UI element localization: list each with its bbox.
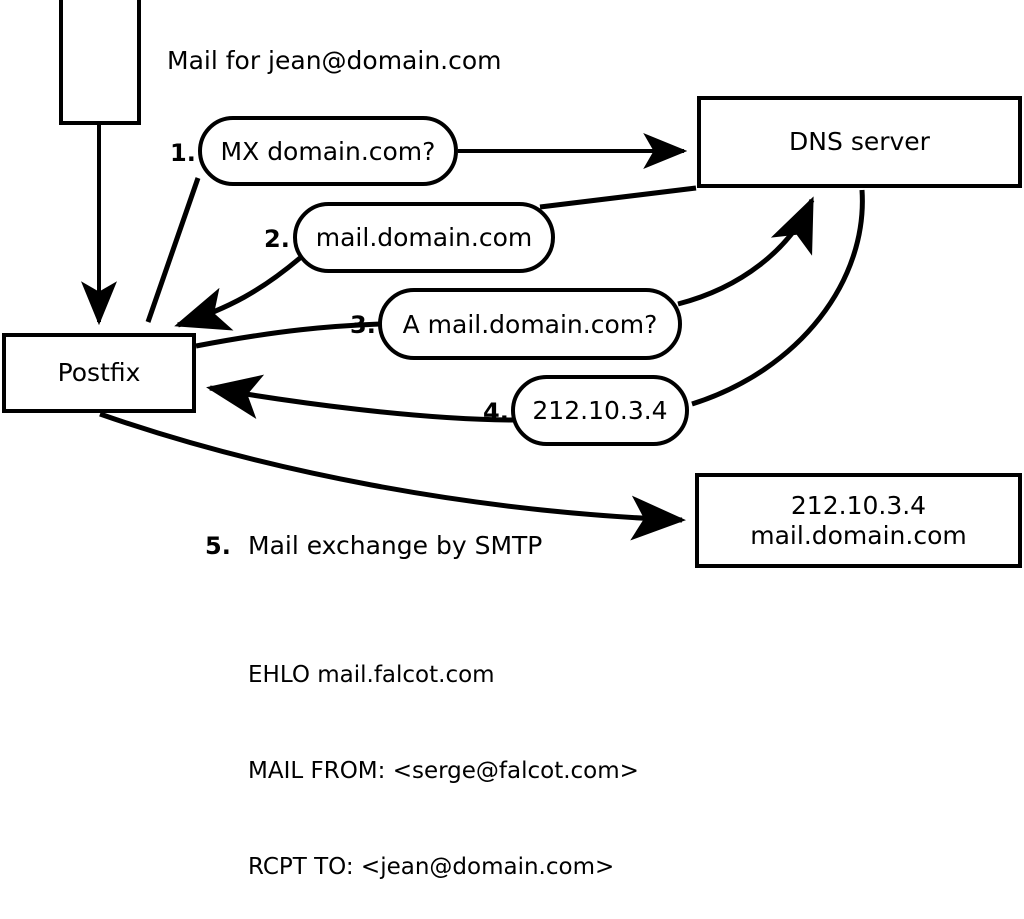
smtp-line: RCPT TO: <jean@domain.com> bbox=[248, 854, 615, 880]
message-bubble-1-label: MX domain.com? bbox=[220, 136, 436, 166]
client-box[interactable] bbox=[59, 0, 141, 125]
message-bubble-1[interactable]: MX domain.com? bbox=[198, 116, 458, 186]
smtp-line: MAIL FROM: <serge@falcot.com> bbox=[248, 758, 639, 784]
dns-server-box[interactable]: DNS server bbox=[697, 96, 1022, 188]
postfix-label: Postfix bbox=[57, 358, 141, 388]
dns-server-label: DNS server bbox=[789, 127, 930, 157]
edge-bubble-3-to-dns bbox=[677, 196, 815, 307]
step-number-2: 2. bbox=[264, 225, 290, 253]
message-bubble-2-label: mail.domain.com bbox=[315, 223, 533, 252]
message-bubble-4[interactable]: 212.10.3.4 bbox=[511, 375, 689, 446]
mail-server-ip: 212.10.3.4 bbox=[790, 491, 927, 520]
edge-dns-to-bubble-2 bbox=[539, 185, 697, 210]
message-bubble-3[interactable]: A mail.domain.com? bbox=[378, 288, 682, 360]
smtp-transcript: EHLO mail.falcot.com MAIL FROM: <serge@f… bbox=[248, 595, 639, 919]
step-number-1: 1. bbox=[170, 139, 196, 167]
edge-postfix-to-bubble-1 bbox=[145, 177, 201, 323]
postfix-box[interactable]: Postfix bbox=[2, 333, 196, 413]
step-5-label: Mail exchange by SMTP bbox=[248, 531, 543, 560]
step-number-5: 5. bbox=[205, 532, 231, 560]
smtp-line: EHLO mail.falcot.com bbox=[248, 662, 495, 688]
mail-server-box[interactable]: 212.10.3.4 mail.domain.com bbox=[695, 473, 1022, 568]
step-number-3: 3. bbox=[350, 311, 376, 339]
edge-dns-to-bubble-4 bbox=[691, 189, 865, 407]
mail-server-hostname: mail.domain.com bbox=[750, 520, 967, 550]
edge-bubble-2-to-postfix bbox=[174, 256, 302, 331]
mail-for-note: Mail for jean@domain.com bbox=[167, 46, 502, 75]
edge-postfix-to-mail-server bbox=[99, 411, 686, 541]
edge-bubble-4-to-postfix bbox=[206, 374, 517, 423]
message-bubble-2[interactable]: mail.domain.com bbox=[293, 202, 555, 273]
step-number-4: 4. bbox=[483, 398, 509, 426]
message-bubble-4-label: 212.10.3.4 bbox=[532, 396, 668, 425]
message-bubble-3-label: A mail.domain.com? bbox=[402, 309, 658, 339]
edge-postfix-to-bubble-3 bbox=[195, 321, 381, 349]
